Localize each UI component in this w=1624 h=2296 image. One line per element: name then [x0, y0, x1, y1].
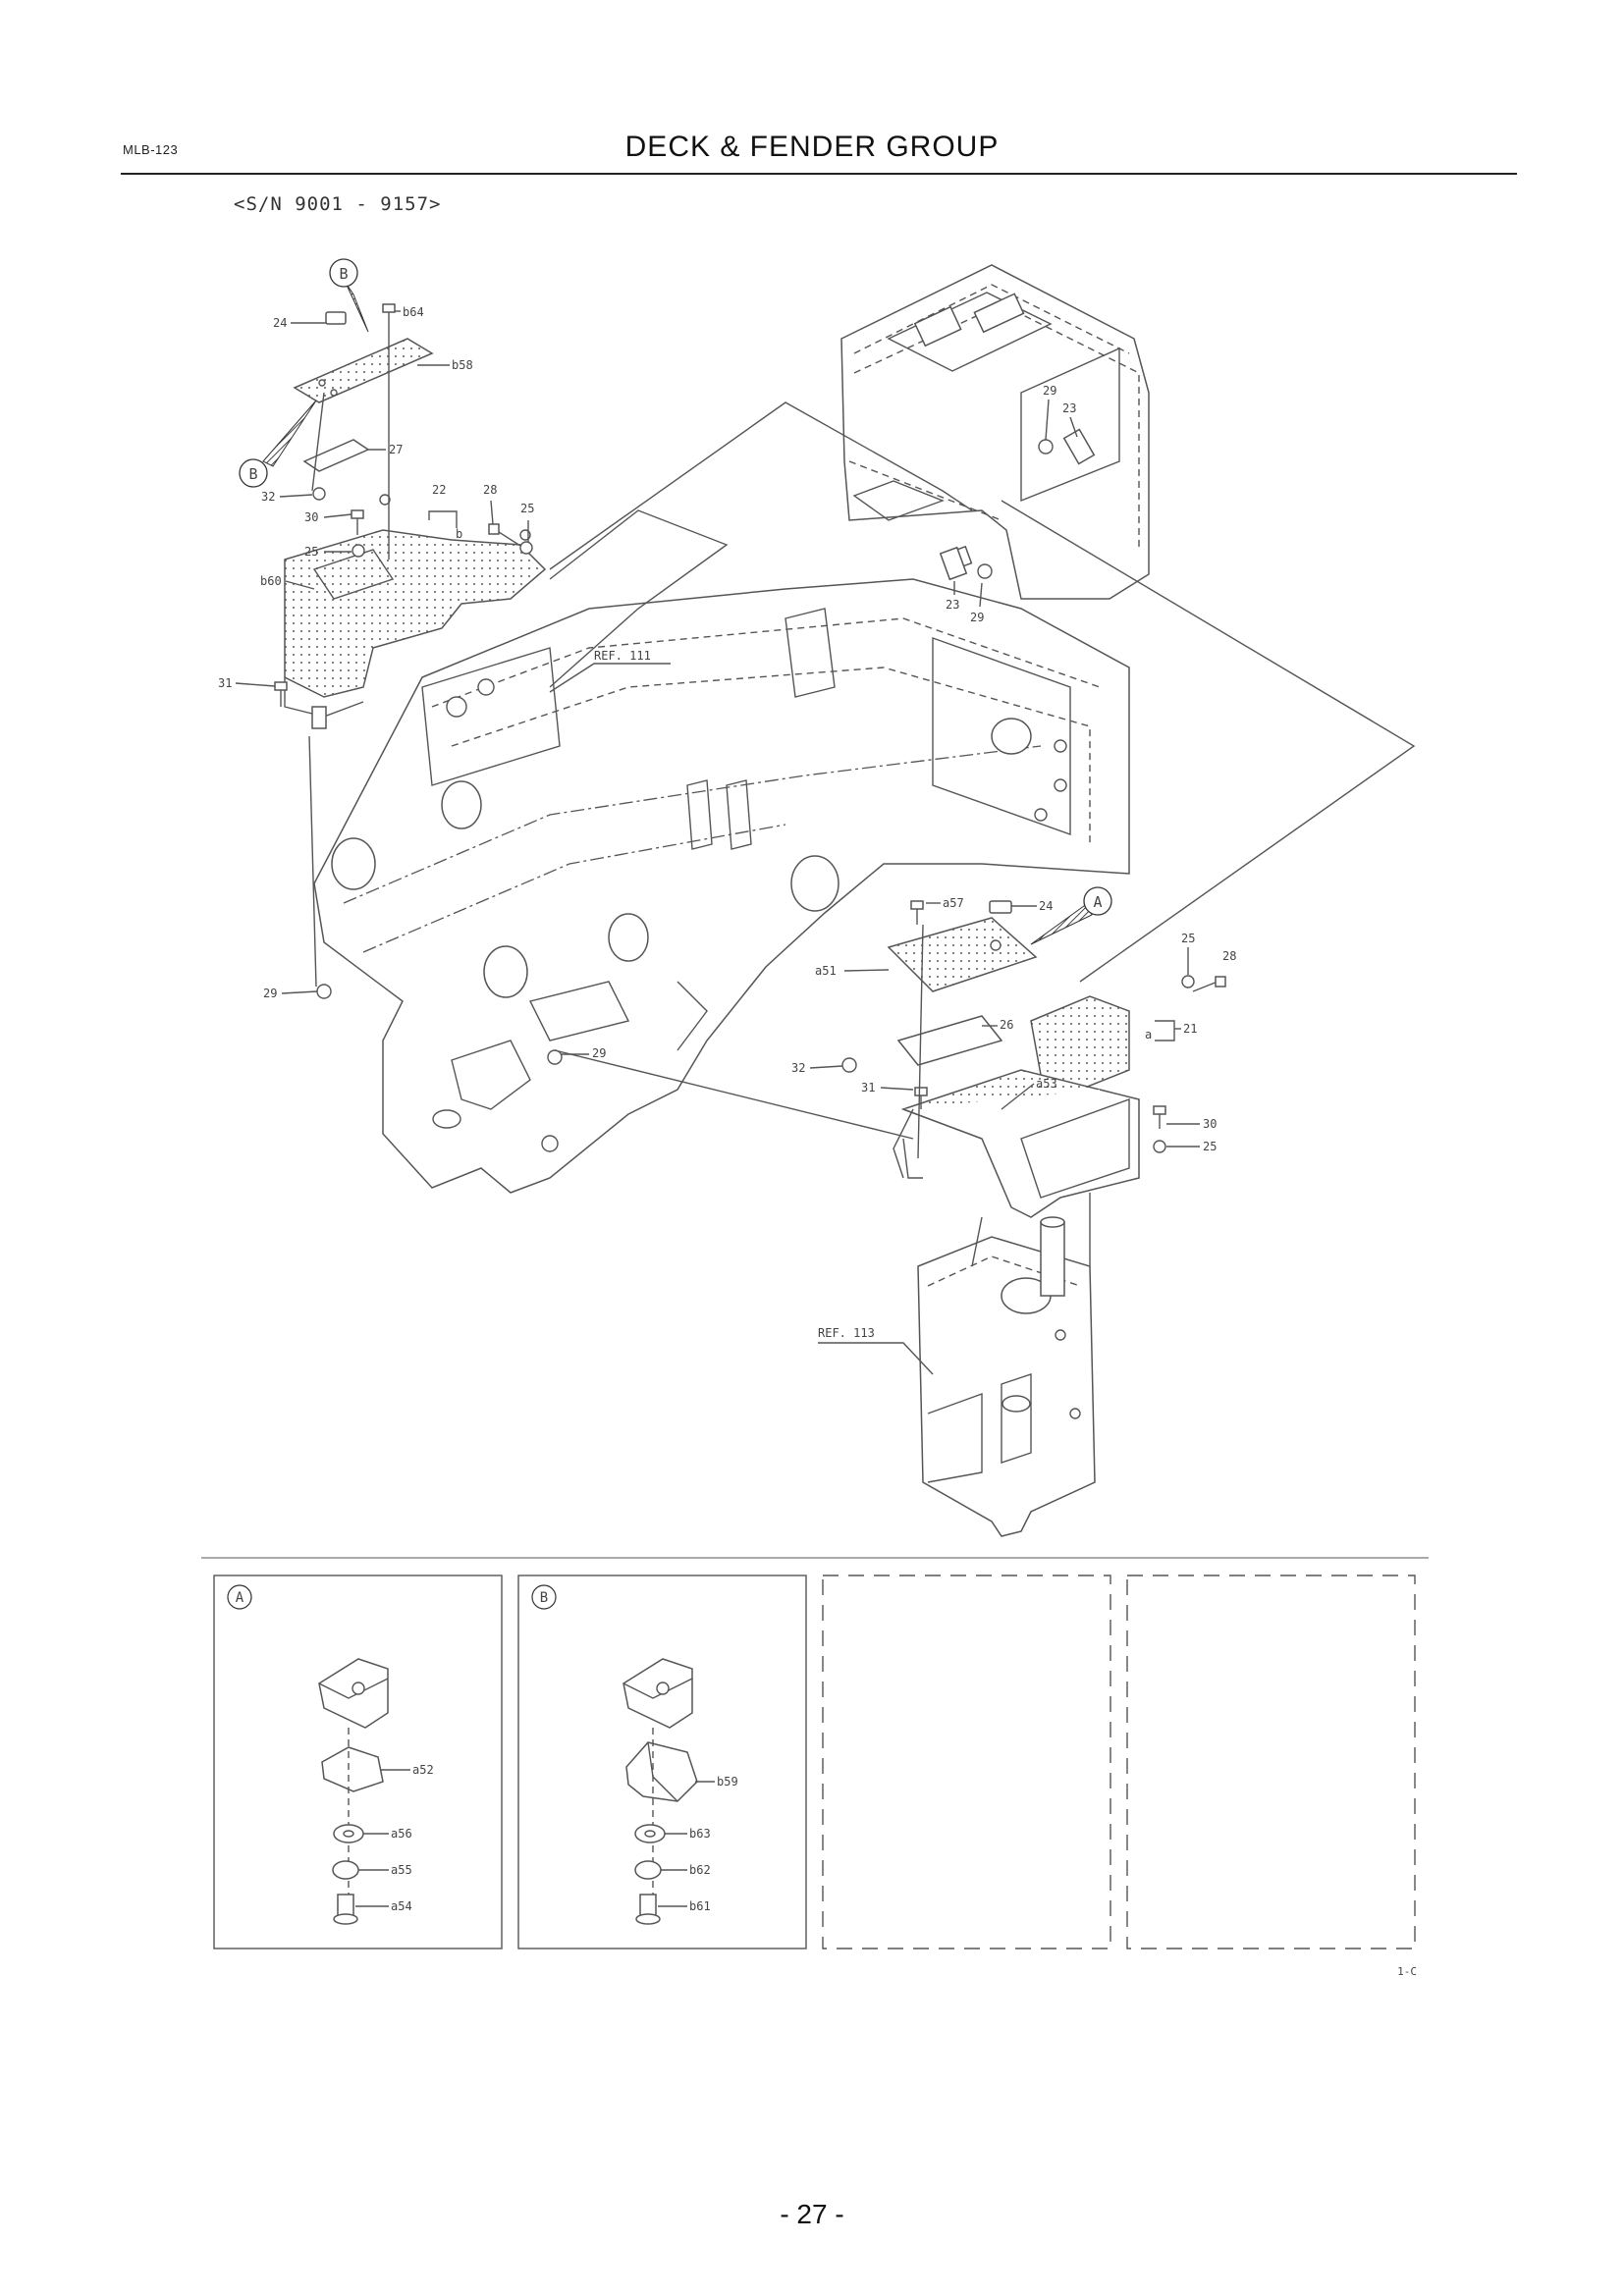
callout-27: 27 — [389, 443, 403, 456]
callout-b58: b58 — [452, 358, 473, 372]
detail-panel-b: B b59 b63 b62 b61 — [517, 1575, 807, 1949]
callout-26: 26 — [1000, 1018, 1013, 1032]
header-rule — [121, 173, 1517, 175]
callout-32-right: 32 — [791, 1061, 805, 1075]
callout-a51: a51 — [815, 964, 837, 978]
callout-23-mid: 23 — [946, 598, 959, 612]
left-deck-assembly — [284, 338, 547, 729]
callout-leaders — [235, 310, 1200, 1375]
callout-25-low: 25 — [1203, 1140, 1217, 1153]
detail-b-part-0: b59 — [717, 1775, 738, 1789]
callout-24-right: 24 — [1039, 899, 1053, 913]
detail-b-part-2: b62 — [689, 1863, 711, 1877]
callout-29-mid: 29 — [970, 611, 984, 624]
callout-30-top: 30 — [304, 510, 318, 524]
document-code: MLB-123 — [123, 142, 179, 157]
detail-b-part-1: b63 — [689, 1827, 711, 1841]
front-frame — [840, 264, 1150, 600]
detail-a-part-3: a54 — [391, 1899, 412, 1913]
marker-b-side: B — [239, 400, 317, 488]
callout-24-top: 24 — [273, 316, 287, 330]
fastener-parts — [274, 303, 1226, 1153]
page-number: - 27 - — [780, 2199, 844, 2229]
detail-a-label: A — [236, 1590, 244, 1606]
footer-code: 1-C — [1397, 1965, 1417, 1978]
callout-25-mid: 25 — [304, 545, 318, 559]
callout-b-sub: b — [456, 527, 462, 541]
callout-22: 22 — [432, 483, 446, 497]
marker-a: A — [1030, 886, 1112, 945]
callout-30-right: 30 — [1203, 1117, 1217, 1131]
detail-a-part-1: a56 — [391, 1827, 412, 1841]
detail-panel-empty-1 — [822, 1575, 1111, 1949]
callout-32-top: 32 — [261, 490, 275, 504]
detail-a-part-0: a52 — [412, 1763, 434, 1777]
assembly-lines — [308, 329, 1416, 1267]
marker-b-top-label: B — [339, 265, 348, 283]
callout-21: 21 — [1183, 1022, 1197, 1036]
detail-a-part-2: a55 — [391, 1863, 412, 1877]
callout-29-left: 29 — [263, 987, 277, 1000]
callout-a53: a53 — [1036, 1077, 1057, 1091]
serial-range: <S/N 9001 - 9157> — [234, 193, 442, 215]
callout-28-right: 28 — [1222, 949, 1236, 963]
right-deck-assembly — [887, 917, 1140, 1218]
detail-b-label: B — [540, 1590, 548, 1606]
callout-25-top: 25 — [520, 502, 534, 515]
callout-ref111: REF. 111 — [594, 649, 651, 663]
marker-b-top: B — [329, 258, 369, 333]
callout-a-sub: a — [1145, 1028, 1152, 1041]
page-title: DECK & FENDER GROUP — [624, 131, 1000, 163]
rear-frame — [917, 1216, 1096, 1537]
callout-28-top: 28 — [483, 483, 497, 497]
callout-29-frame: 29 — [1043, 384, 1056, 398]
marker-b-side-label: B — [248, 465, 257, 483]
main-chassis — [313, 578, 1130, 1194]
callout-labels: b64 24 b58 27 32 22 28 25 30 b 25 b60 31… — [218, 305, 1236, 1340]
detail-panel-a: A a52 a56 a55 a54 — [213, 1575, 503, 1949]
callout-23-frame: 23 — [1062, 401, 1076, 415]
callout-25-right: 25 — [1181, 932, 1195, 945]
callout-31-right: 31 — [861, 1081, 875, 1095]
detail-panel-empty-2 — [1126, 1575, 1416, 1949]
callout-a57: a57 — [943, 896, 964, 910]
callout-29-center: 29 — [592, 1046, 606, 1060]
callout-b60: b60 — [260, 574, 282, 588]
marker-a-label: A — [1093, 893, 1102, 911]
callout-ref113: REF. 113 — [818, 1326, 875, 1340]
callout-b64: b64 — [403, 305, 424, 319]
callout-31-left: 31 — [218, 676, 232, 690]
detail-b-part-3: b61 — [689, 1899, 711, 1913]
